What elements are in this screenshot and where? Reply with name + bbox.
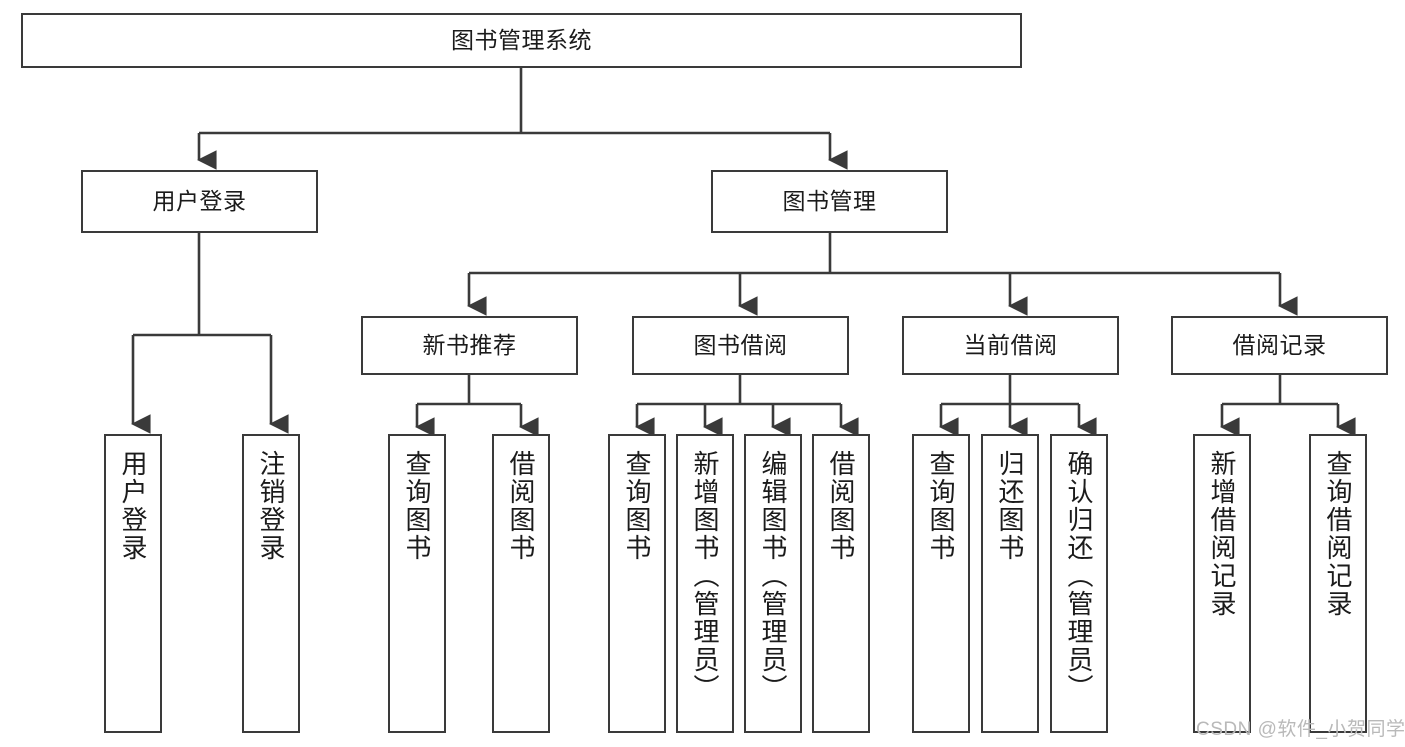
node-leaf-borrow-book-1[interactable]: 借阅图书	[492, 434, 550, 733]
node-leaf-return-book-label: 归还图书	[995, 450, 1025, 562]
node-current-borrow[interactable]: 当前借阅	[902, 316, 1119, 375]
node-user-login-label: 用户登录	[152, 187, 247, 214]
node-leaf-confirm-return-label: 确认归还（管理员）	[1064, 450, 1094, 702]
node-leaf-query-book-2-label: 查询图书	[622, 450, 652, 562]
node-borrow-record-label: 借阅记录	[1232, 331, 1327, 358]
node-book-borrow-label: 图书借阅	[693, 331, 788, 358]
node-leaf-logout-login-label: 注销登录	[256, 450, 286, 562]
node-new-book-rec-label: 新书推荐	[422, 331, 517, 358]
node-leaf-query-book-1-label: 查询图书	[402, 450, 432, 562]
node-root-label: 图书管理系统	[451, 26, 592, 53]
node-leaf-user-login[interactable]: 用户登录	[104, 434, 162, 733]
node-leaf-add-record[interactable]: 新增借阅记录	[1193, 434, 1251, 733]
node-leaf-query-book-3-label: 查询图书	[926, 450, 956, 562]
node-leaf-logout-login[interactable]: 注销登录	[242, 434, 300, 733]
node-leaf-return-book[interactable]: 归还图书	[981, 434, 1039, 733]
node-leaf-query-book-1[interactable]: 查询图书	[388, 434, 446, 733]
node-book-borrow[interactable]: 图书借阅	[632, 316, 849, 375]
node-leaf-query-record[interactable]: 查询借阅记录	[1309, 434, 1367, 733]
node-leaf-user-login-label: 用户登录	[118, 450, 148, 562]
node-root[interactable]: 图书管理系统	[21, 13, 1022, 68]
node-leaf-add-book-label: 新增图书（管理员）	[690, 450, 720, 702]
node-leaf-query-record-label: 查询借阅记录	[1323, 450, 1353, 618]
node-leaf-add-book[interactable]: 新增图书（管理员）	[676, 434, 734, 733]
node-leaf-add-record-label: 新增借阅记录	[1207, 450, 1237, 618]
node-leaf-edit-book-label: 编辑图书（管理员）	[758, 450, 788, 702]
node-current-borrow-label: 当前借阅	[963, 331, 1058, 358]
node-book-manage-label: 图书管理	[782, 187, 877, 214]
node-leaf-borrow-book-2-label: 借阅图书	[826, 450, 856, 562]
watermark: CSDN @软件_小贺同学	[1196, 719, 1405, 740]
node-leaf-edit-book[interactable]: 编辑图书（管理员）	[744, 434, 802, 733]
node-leaf-borrow-book-1-label: 借阅图书	[506, 450, 536, 562]
node-new-book-rec[interactable]: 新书推荐	[361, 316, 578, 375]
node-user-login[interactable]: 用户登录	[81, 170, 318, 233]
node-leaf-query-book-3[interactable]: 查询图书	[912, 434, 970, 733]
node-leaf-query-book-2[interactable]: 查询图书	[608, 434, 666, 733]
node-leaf-confirm-return[interactable]: 确认归还（管理员）	[1050, 434, 1108, 733]
node-book-manage[interactable]: 图书管理	[711, 170, 948, 233]
node-leaf-borrow-book-2[interactable]: 借阅图书	[812, 434, 870, 733]
node-borrow-record[interactable]: 借阅记录	[1171, 316, 1388, 375]
